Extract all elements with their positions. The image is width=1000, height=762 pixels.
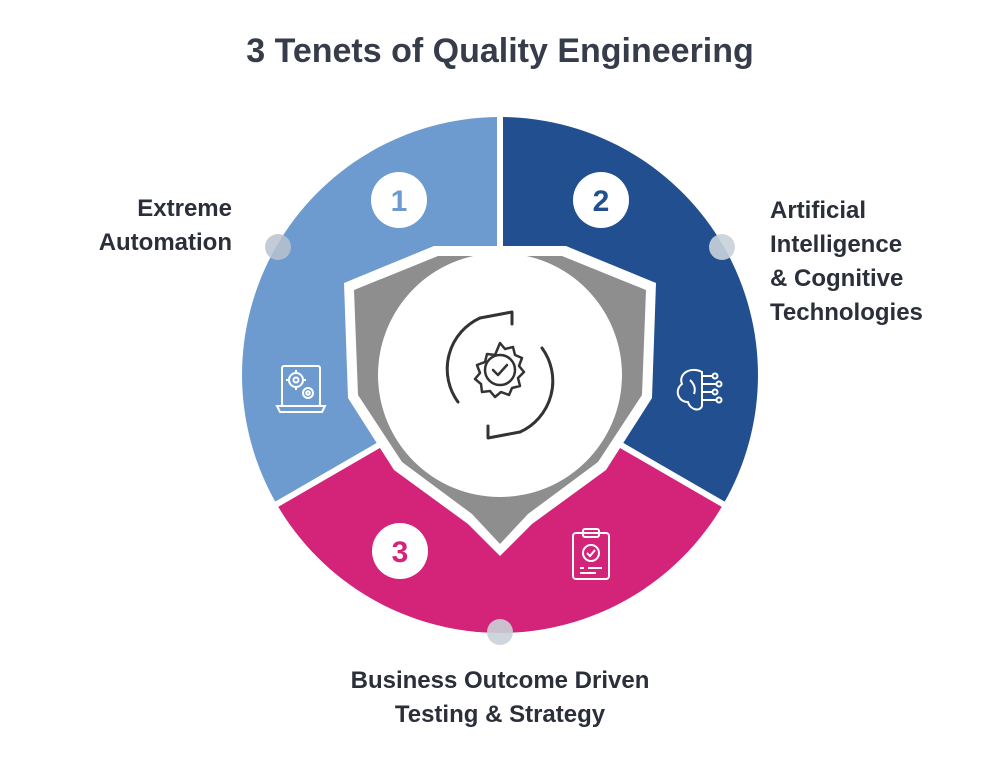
tenet-3-label-line: Business Outcome Driven [350, 667, 650, 694]
tenet-2-label-line: Technologies [770, 299, 923, 326]
connector-dot-3 [487, 619, 513, 645]
tenet-2-label: Artificial Intelligence & Cognitive Tech… [770, 194, 990, 330]
clipboard-check-icon [572, 528, 610, 580]
tenet-2-label-line: Intelligence [770, 231, 903, 258]
tenet-1-label-line: Automation [98, 229, 232, 256]
tenet-1-number-badge [371, 172, 427, 228]
tenet-3-label-line: Testing & Strategy [394, 701, 606, 728]
tenet-3-label: Business Outcome Driven Testing & Strate… [250, 664, 750, 732]
ai-brain-circuit-icon [676, 368, 723, 411]
tenet-2-label-line: & Cognitive [770, 265, 904, 292]
laptop-gears-icon [275, 365, 327, 413]
tenet-1-number: 1 [391, 185, 408, 218]
tenet-3-number: 3 [392, 536, 409, 569]
tenet-1-label: Extreme Automation [40, 192, 232, 260]
tenet-2-number-badge [573, 172, 629, 228]
tenet-2-label-line: Artificial [770, 197, 867, 224]
gear-cycle-check-icon [445, 310, 555, 440]
page-title: 3 Tenets of Quality Engineering [246, 32, 754, 70]
connector-dot-2 [709, 234, 735, 260]
tenet-1-label-line: Extreme [137, 195, 232, 222]
tenet-2-number: 2 [593, 185, 610, 218]
connector-dot-1 [265, 234, 291, 260]
tenet-3-number-badge [372, 523, 428, 579]
